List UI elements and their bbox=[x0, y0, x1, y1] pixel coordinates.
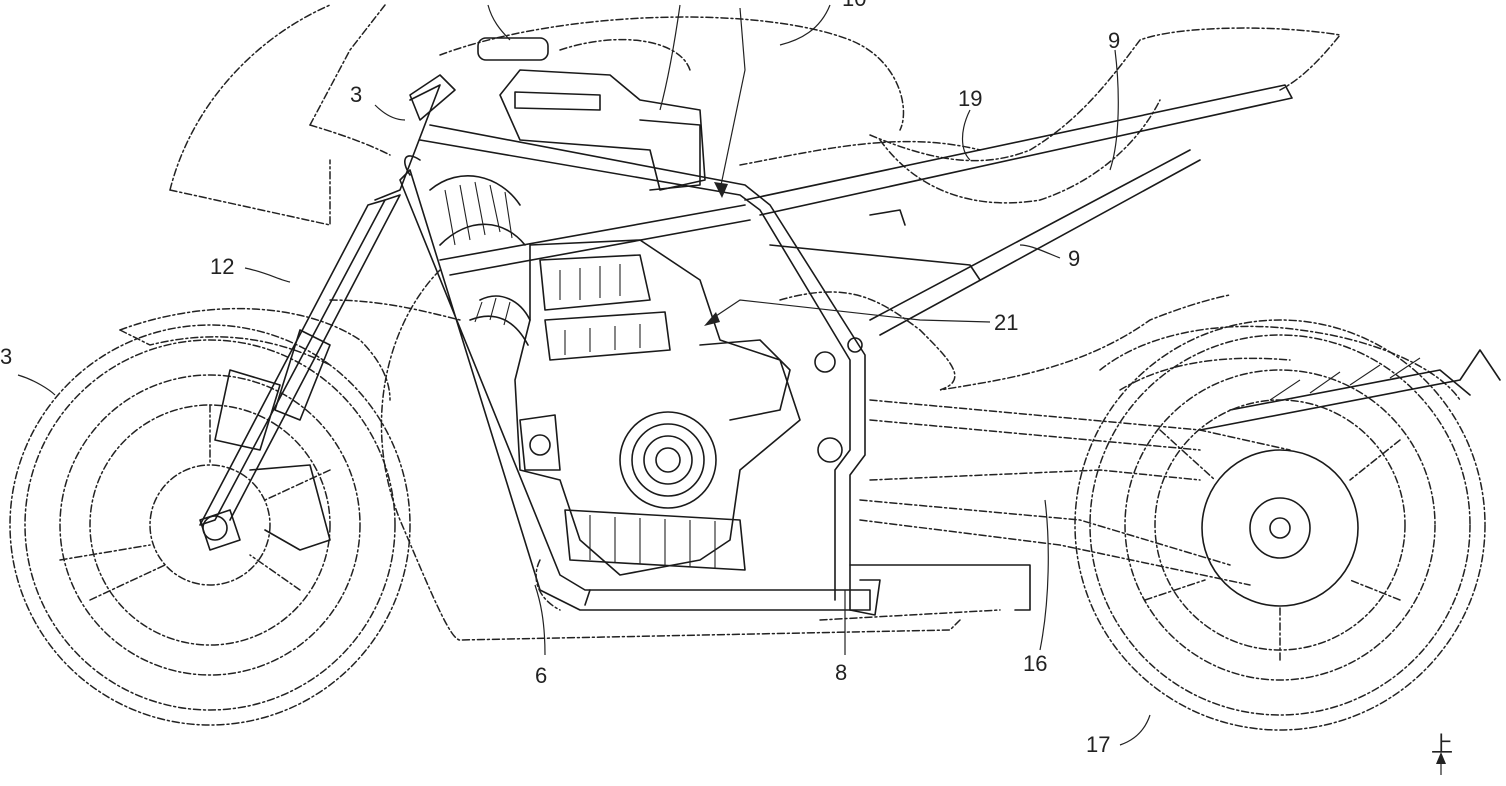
label-16: 16 bbox=[1023, 651, 1047, 676]
label-6: 6 bbox=[535, 663, 547, 688]
tail-subframe bbox=[744, 84, 1293, 336]
up-direction-arrow bbox=[1436, 752, 1446, 775]
engine bbox=[514, 239, 801, 576]
reference-labels: 3 3 12 10 19 9 9 21 6 8 16 17 上 bbox=[0, 0, 1453, 757]
rear-wheel bbox=[1074, 319, 1486, 731]
airbox bbox=[477, 37, 706, 191]
front-fork bbox=[199, 84, 441, 551]
front-wheel bbox=[9, 324, 411, 726]
radiator-hose bbox=[429, 175, 531, 346]
label-12: 12 bbox=[210, 254, 234, 279]
label-10: 10 bbox=[842, 0, 866, 11]
leader-lines bbox=[17, 4, 1151, 746]
label-3-left: 3 bbox=[0, 344, 12, 369]
label-up: 上 bbox=[1431, 732, 1453, 757]
belly-pan bbox=[329, 269, 961, 641]
label-3-top: 3 bbox=[350, 82, 362, 107]
seat-tail-cowl bbox=[869, 27, 1342, 204]
label-19: 19 bbox=[958, 86, 982, 111]
label-9-top: 9 bbox=[1108, 28, 1120, 53]
rear-side-cowl bbox=[779, 291, 1501, 431]
label-21: 21 bbox=[994, 310, 1018, 335]
label-17: 17 bbox=[1086, 732, 1110, 757]
fairing-outline bbox=[169, 4, 981, 226]
front-fender bbox=[119, 307, 391, 401]
swingarm bbox=[819, 399, 1291, 621]
main-frame bbox=[399, 74, 871, 611]
label-9-mid: 9 bbox=[1068, 246, 1080, 271]
label-8: 8 bbox=[835, 660, 847, 685]
